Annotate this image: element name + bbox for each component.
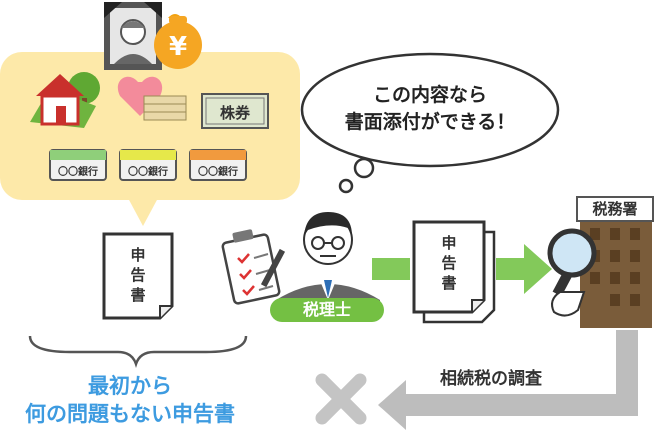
- bankbook-green-icon: 〇〇銀行: [49, 149, 107, 181]
- bank-label-1: 〇〇銀行: [58, 165, 98, 178]
- doc-left-char-2: 告: [130, 266, 145, 284]
- thought-bubble: [300, 52, 560, 194]
- money-bag-icon: ¥: [154, 14, 202, 69]
- portrait-frame-icon: [104, 2, 162, 70]
- tax-accountant-figure: [276, 212, 380, 306]
- investigation-label: 相続税の調査: [440, 369, 542, 389]
- bankbook-orange-icon: 〇〇銀行: [189, 149, 247, 181]
- house-icon: [30, 72, 100, 128]
- doc-left-char-1: 申: [130, 246, 145, 264]
- yen-symbol: ¥: [169, 32, 187, 62]
- investigation-arrow: [378, 330, 638, 430]
- bank-label-2: 〇〇銀行: [128, 165, 168, 178]
- tax-return-document-left: 申 告 書: [102, 232, 174, 320]
- submit-arrow: [372, 244, 552, 294]
- bubble-text: この内容なら 書面添付ができる！: [330, 82, 530, 136]
- cross-mark-icon: [315, 373, 367, 425]
- caption-line-1: 最初から: [88, 374, 172, 398]
- bubble-line-1: この内容なら: [372, 84, 487, 106]
- doc-left-char-3: 書: [130, 286, 145, 304]
- doc-mid-char-3: 書: [441, 274, 456, 292]
- tax-office-building-icon: [580, 218, 652, 328]
- bankbook-yellow-icon: 〇〇銀行: [119, 149, 177, 181]
- clipboard-checklist-icon: [221, 229, 286, 305]
- tax-accountant-label: 税理士: [270, 298, 384, 322]
- bank-label-3: 〇〇銀行: [198, 165, 238, 178]
- bubble-line-2: 書面添付ができる！: [344, 111, 516, 133]
- stock-label: 株券: [220, 104, 251, 122]
- bracket-brace: [28, 335, 248, 368]
- doc-mid-char-1: 申: [441, 234, 456, 252]
- caption-line-2: 何の問題もない申告書: [25, 402, 235, 426]
- heart-money-icon: [117, 76, 187, 121]
- stock-certificate-icon: 株券: [201, 93, 269, 129]
- doc-mid-char-2: 告: [441, 254, 456, 272]
- tax-return-document-middle: 申 告 書: [412, 220, 496, 324]
- magnifier-icon: [547, 228, 597, 317]
- caption: 最初から 何の問題もない申告書: [0, 372, 260, 428]
- tax-office-label: 税務署: [576, 196, 654, 222]
